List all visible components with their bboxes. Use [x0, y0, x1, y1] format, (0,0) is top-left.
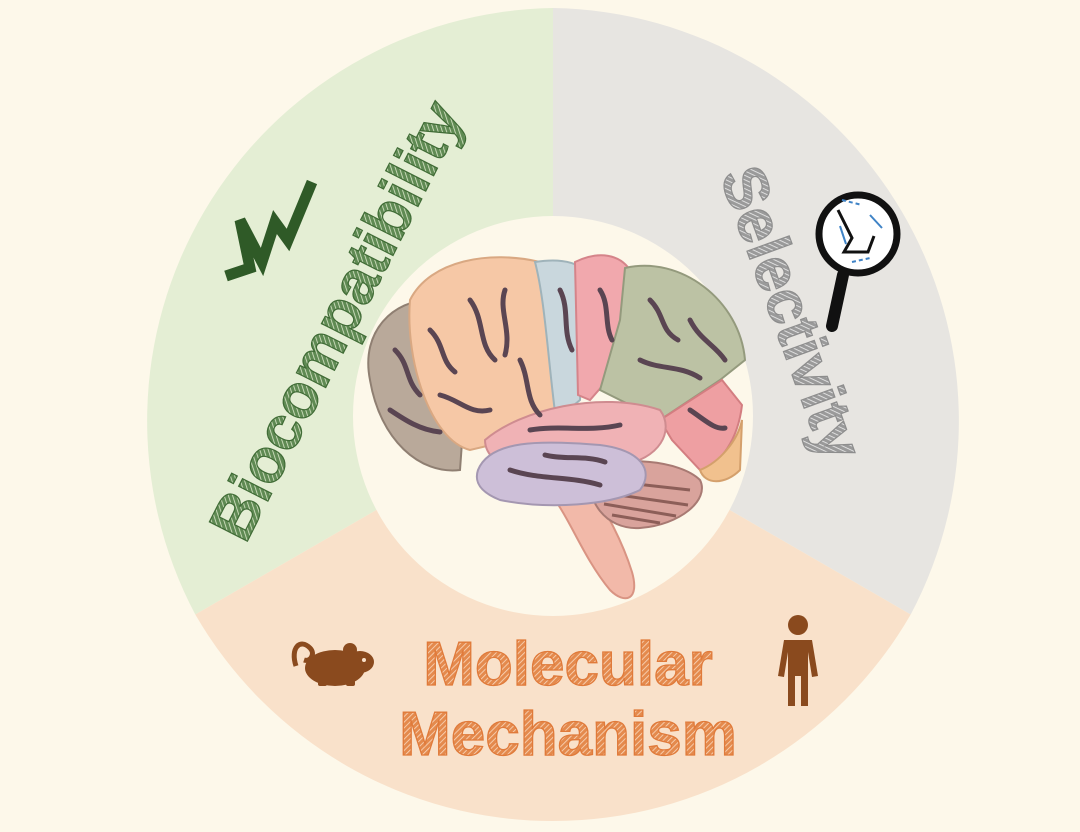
- human-figure-icon: [778, 615, 818, 706]
- zigzag-signal-icon: [224, 179, 318, 282]
- brain-illustration: [367, 254, 747, 600]
- magnifier-icon: [815, 191, 901, 332]
- mechanism-label: Mechanism: [399, 700, 737, 769]
- mouse-icon: [291, 641, 374, 686]
- molecular-label: Molecular: [423, 630, 712, 699]
